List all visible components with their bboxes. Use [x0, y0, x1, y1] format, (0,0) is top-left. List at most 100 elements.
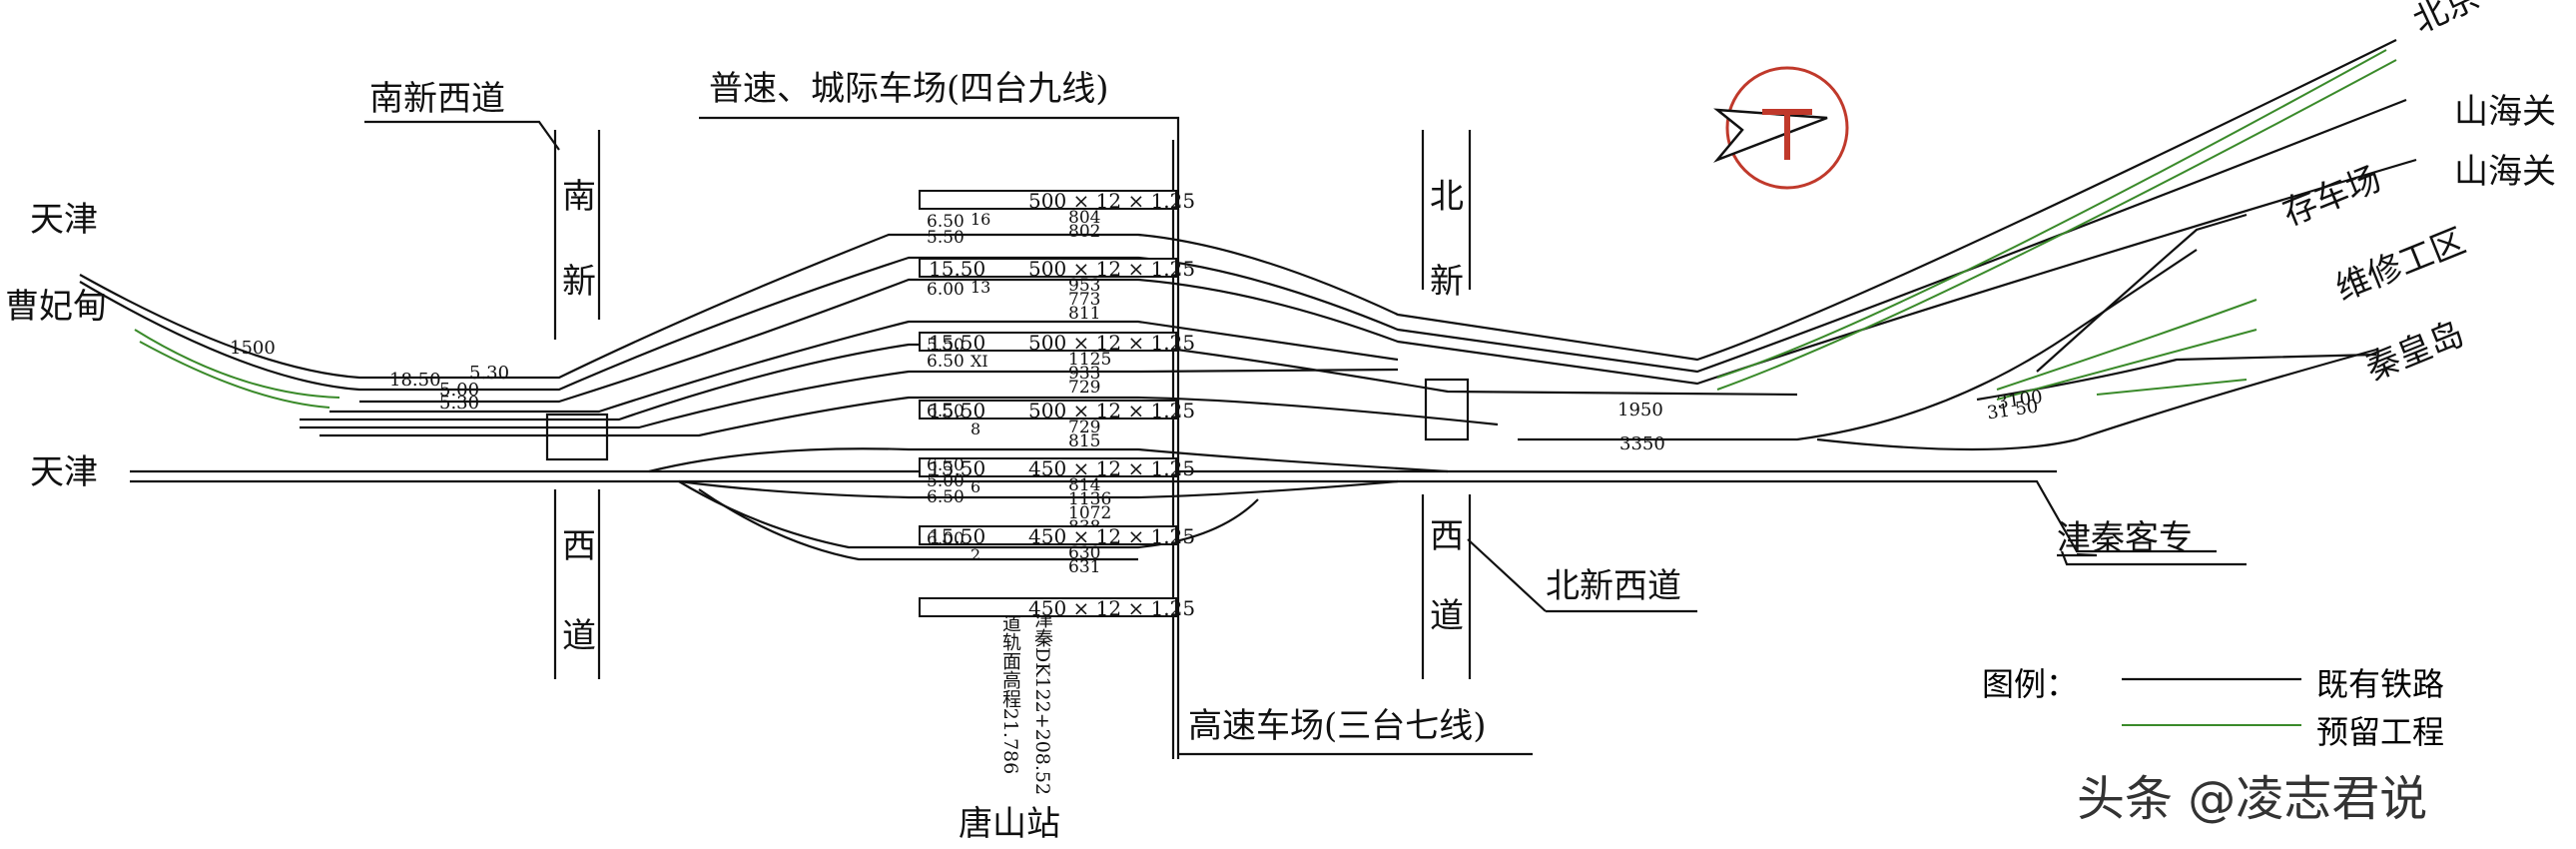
track-length: 811 [1068, 304, 1101, 324]
track-length: 804 [1068, 208, 1101, 228]
spacing-value: 6.50 [927, 455, 965, 475]
lower-track-1 [648, 447, 1449, 473]
label-jinqin: 津秦客专 [2057, 518, 2193, 558]
platform-width: 15.50 [929, 257, 986, 281]
track-length: 933 [1068, 364, 1101, 384]
label-nan: 南 [562, 177, 596, 217]
track-length: 814 [1068, 475, 1101, 495]
distance-d2: 3350 [1619, 433, 1665, 454]
leader-beixinxidao-2 [1467, 538, 1547, 612]
label-tianjin-main: 天津 [30, 452, 98, 492]
spacing-value: 6.00 [927, 529, 965, 549]
label-shanhaiguan-1: 山海关 [2454, 92, 2556, 132]
reserved-caofeidian-2 [139, 341, 330, 409]
label-tianjin-top: 天津 [30, 200, 98, 240]
depot-track-4 [2036, 213, 2248, 373]
spacing-value: 6.50 [927, 212, 965, 232]
reserved-depot-3 [2096, 379, 2248, 396]
platform-box [919, 457, 1177, 477]
label-station: 唐山站 [959, 804, 1060, 844]
existing-tracks [79, 39, 2417, 759]
platform-spec: 450 × 12 × 1.25 [1028, 596, 1196, 620]
legend-reserved: 预留工程 [2316, 713, 2445, 751]
track-number: 16 [970, 210, 991, 229]
track-length: 1125 [1068, 350, 1112, 370]
platform-box [919, 400, 1177, 420]
track-length: 729 [1068, 378, 1101, 398]
radius-r2: 18.50 [389, 370, 441, 391]
platform-box [919, 332, 1177, 352]
reserved-beijing-1 [1716, 49, 2387, 379]
reserved-depot-1 [1996, 299, 2257, 391]
track-length: 815 [1068, 431, 1101, 451]
platform-spec: 450 × 12 × 1.25 [1028, 524, 1196, 548]
track-number: 2 [970, 545, 981, 564]
platform-spec: 500 × 12 × 1.25 [1028, 189, 1196, 213]
label-yard-top: 普速、城际车场(四台九线) [709, 69, 1109, 109]
leader-jinqin-2 [2060, 550, 2247, 566]
spacing-value: 6.50 [927, 352, 965, 372]
platform-width: 15.50 [929, 524, 986, 548]
railway-logo [1712, 66, 1849, 190]
radius-r5: 5.30 [439, 393, 480, 414]
spacing-value: 6.50 [927, 402, 965, 422]
label-xin-left: 新 [562, 262, 596, 302]
radius-r4: 5.30 [469, 363, 510, 384]
label-nanxinxidao: 南新西道 [369, 79, 505, 119]
upper-track-4 [329, 320, 1399, 414]
platform-spec: 500 × 12 × 1.25 [1028, 257, 1196, 281]
platform-width: 15.50 [929, 331, 986, 355]
track-length: 953 [1068, 276, 1101, 296]
label-xi-right: 西 [1430, 516, 1464, 556]
track-length: 1136 [1068, 489, 1112, 509]
bracket-yard-top [699, 116, 1180, 759]
road-overpasses [364, 116, 2301, 759]
depot-track-2 [1816, 348, 2377, 451]
label-dao-right: 道 [1430, 596, 1464, 636]
track-length: 729 [1068, 418, 1101, 437]
lower-track-4 [698, 488, 1138, 561]
track-number: 13 [970, 278, 991, 297]
reserved-depot-2 [1996, 329, 2257, 401]
leader-nanxinxidao [364, 120, 560, 151]
upper-track-6 [300, 368, 1399, 429]
legend-title: 图例： [1982, 665, 2079, 703]
platform-box [919, 597, 1177, 617]
radius-r1: 1500 [230, 338, 276, 359]
upper-track-3 [359, 158, 2417, 404]
label-xin-right: 新 [1430, 262, 1464, 302]
spacing-value: 5.00 [927, 471, 965, 491]
platform-width: 15.50 [929, 456, 986, 480]
platform-width: 15.50 [929, 399, 986, 423]
leader-jinqin [2057, 552, 2098, 557]
track-length: 631 [1068, 557, 1101, 577]
label-caofeidian: 曹妃甸 [5, 287, 107, 327]
legend-existing: 既有铁路 [2316, 665, 2445, 703]
spacing-value: 6.00 [927, 280, 965, 300]
track-number: 8 [970, 420, 981, 438]
label-elev-note: V道轨面高程21.786 [999, 599, 1021, 775]
platform-box [919, 190, 1177, 210]
reserved-beijing-2 [1716, 59, 2397, 391]
track-number: 6 [970, 477, 981, 496]
track-length: 1072 [1068, 503, 1112, 523]
platform-spec: 500 × 12 × 1.25 [1028, 399, 1196, 423]
label-yard-bottom: 高速车场(三台七线) [1188, 706, 1487, 746]
label-km-note: 津秦DK122+208.52 [1031, 609, 1053, 796]
upper-track-1 [79, 39, 2397, 380]
spacing-value: 5.50 [927, 336, 965, 356]
label-shanhaiguan-2: 山海关 [2454, 152, 2556, 192]
label-xi-left: 西 [562, 526, 596, 566]
track-length: 630 [1068, 543, 1101, 563]
nan-bridge-box [545, 413, 609, 461]
platform-spec: 450 × 12 × 1.25 [1028, 456, 1196, 480]
upper-track-2 [79, 98, 2407, 392]
platform-box [919, 525, 1177, 545]
bei-bridge-box [1424, 378, 1470, 441]
distance-d1: 1950 [1617, 400, 1663, 421]
spacing-value: 5.50 [927, 228, 965, 248]
track-number: XI [970, 352, 988, 371]
reserved-caofeidian-1 [134, 329, 340, 399]
spacing-value: 6.50 [927, 487, 965, 507]
